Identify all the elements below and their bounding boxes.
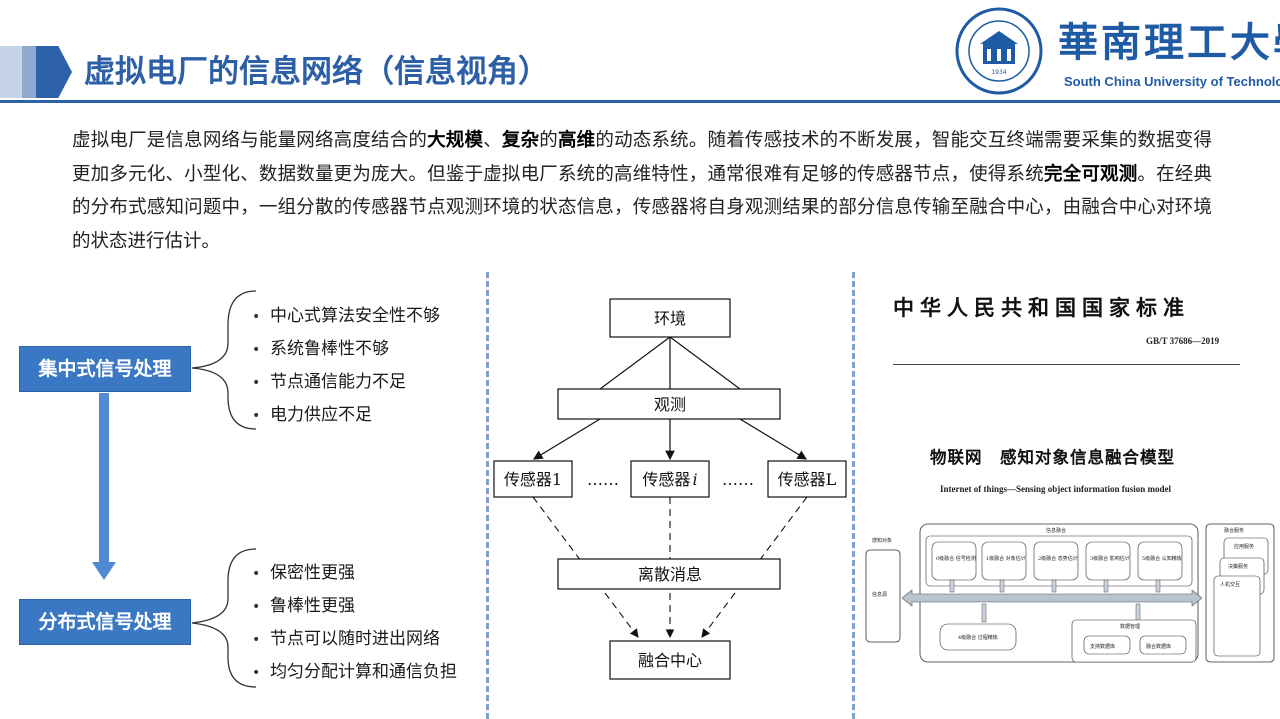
fusion-center-box xyxy=(609,640,731,680)
intro-paragraph: 虚拟电厂是信息网络与能量网络高度结合的大规模、复杂的高维的动态系统。随着传感技术… xyxy=(72,130,1212,252)
svg-text:0级融合 信号检测: 0级融合 信号检测 xyxy=(936,555,976,562)
svg-text:人机交互: 人机交互 xyxy=(1220,581,1240,588)
sensor-1-box xyxy=(493,460,573,498)
list-item: 鲁棒性更强 xyxy=(252,590,457,623)
list-item: 均匀分配计算和通信负担 xyxy=(252,656,457,689)
page-title: 虚拟电厂的信息网络（信息视角） xyxy=(84,54,549,90)
fusion-model-figure: 感知对象 信息源 信息融合 0级融合 信号检测 1级融合 对象估计 2级融合 态… xyxy=(865,523,1275,663)
sensor-L-box xyxy=(767,460,847,498)
standard-rule xyxy=(893,364,1240,365)
svg-text:信息融合: 信息融合 xyxy=(1046,527,1066,534)
separator-left xyxy=(486,272,489,719)
distributed-label: 分布式信号处理 xyxy=(19,599,191,645)
standard-title-cn: 物联网 感知对象信息融合模型 xyxy=(930,448,1175,467)
ellipsis-1: …… xyxy=(587,470,619,489)
header-accent-bar-mid xyxy=(22,46,36,98)
fusion-center-label: 融合中心 xyxy=(638,651,702,670)
list-item: 保密性更强 xyxy=(252,557,457,590)
observe-box xyxy=(557,388,781,420)
svg-text:应用服务: 应用服务 xyxy=(1234,543,1254,550)
svg-text:融合服务: 融合服务 xyxy=(1224,527,1244,534)
header-arrow-icon xyxy=(36,46,72,98)
list-item: 系统鲁棒性不够 xyxy=(252,333,440,366)
standard-number: GB/T 37686—2019 xyxy=(1146,336,1220,346)
university-name-cn: 華南理工大學 xyxy=(1058,19,1280,66)
env-label: 环境 xyxy=(654,309,686,328)
svg-text:1934: 1934 xyxy=(991,69,1006,76)
svg-text:融合数据库: 融合数据库 xyxy=(1146,643,1171,650)
svg-text:1级融合 对象估计: 1级融合 对象估计 xyxy=(986,555,1026,562)
ellipsis-2: …… xyxy=(722,470,754,489)
brace-icons xyxy=(191,290,257,688)
env-box xyxy=(609,298,731,338)
list-item: 中心式算法安全性不够 xyxy=(252,300,440,333)
distributed-advantages-list: 保密性更强 鲁棒性更强 节点可以随时进出网络 均匀分配计算和通信负担 xyxy=(252,557,457,689)
svg-text:数据管理: 数据管理 xyxy=(1120,623,1140,630)
discrete-message-label: 离散消息 xyxy=(638,565,702,584)
sensor-1-label: 传感器1 xyxy=(504,470,562,489)
list-item: 节点可以随时进出网络 xyxy=(252,623,457,656)
discrete-message-box xyxy=(557,558,781,590)
svg-text:2级融合 态势估计: 2级融合 态势估计 xyxy=(1038,555,1078,562)
svg-text:5级融合 认知精炼: 5级融合 认知精炼 xyxy=(1142,555,1182,562)
fusion-level-boxes: 0级融合 信号检测 1级融合 对象估计 2级融合 态势估计 3级融合 影响估计 … xyxy=(931,541,1183,581)
svg-text:4级融合 过程精炼: 4级融合 过程精炼 xyxy=(958,634,998,641)
svg-text:支持数据库: 支持数据库 xyxy=(1090,643,1115,650)
list-item: 节点通信能力不足 xyxy=(252,366,440,399)
university-name-en: South China University of Technology xyxy=(1064,74,1280,89)
svg-text:3级融合 影响估计: 3级融合 影响估计 xyxy=(1090,555,1130,562)
standard-title-en: Internet of things—Sensing object inform… xyxy=(940,484,1172,494)
sensor-i-box xyxy=(630,460,710,498)
svg-text:信息源: 信息源 xyxy=(872,591,887,598)
separator-right xyxy=(852,272,855,719)
svg-text:决策服务: 决策服务 xyxy=(1228,563,1248,570)
flow-arrow-down-icon xyxy=(92,562,116,580)
centralized-label: 集中式信号处理 xyxy=(19,346,191,392)
centralized-drawbacks-list: 中心式算法安全性不够 系统鲁棒性不够 节点通信能力不足 电力供应不足 xyxy=(252,300,440,432)
university-seal-icon: 1934 xyxy=(955,7,1043,95)
header-divider xyxy=(0,100,1280,103)
flow-arrow-shaft xyxy=(99,393,109,567)
header-accent-bar-light xyxy=(0,46,22,98)
observe-label: 观测 xyxy=(654,395,686,414)
sensor-L-label: 传感器L xyxy=(778,470,837,489)
svg-text:感知对象: 感知对象 xyxy=(872,537,892,544)
standard-header: 中华人民共和国国家标准 xyxy=(893,295,1190,320)
list-item: 电力供应不足 xyxy=(252,399,440,432)
